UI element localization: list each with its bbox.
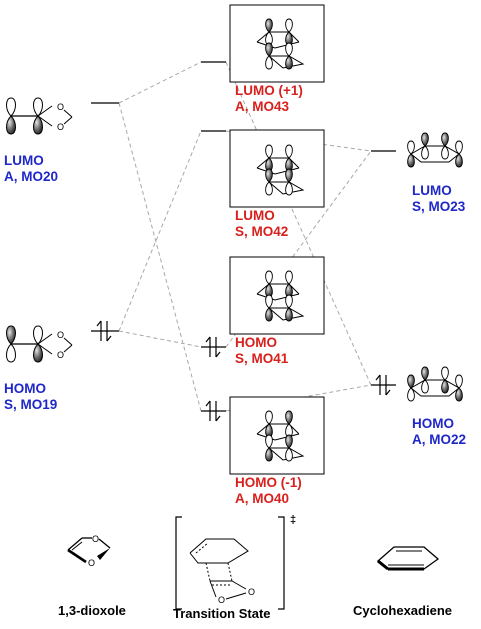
- label-homo-minus1-mo40: HOMO (-1) A, MO40: [235, 475, 302, 507]
- label-mo23-line2: S, MO23: [412, 199, 466, 214]
- corr-lumo-mo20-to-mo43: [118, 61, 202, 104]
- corr-mo41-to-mo23: [225, 150, 372, 348]
- label-lumo-mo23: LUMO S, MO23: [412, 183, 465, 215]
- label-mo22-line1: HOMO: [412, 416, 454, 431]
- label-homo-mo41: HOMO S, MO41: [235, 335, 288, 367]
- energy-levels: [91, 61, 396, 412]
- label-lumo-mo42: LUMO S, MO42: [235, 208, 288, 240]
- svg-text:O: O: [57, 102, 64, 112]
- corr-mo43-to-mo22: [225, 61, 372, 386]
- ts-box-mo41: [229, 256, 325, 335]
- label-mo43-line2: A, MO43: [235, 99, 290, 114]
- caption-dioxole: 1,3-dioxole: [58, 603, 126, 618]
- label-mo23-line1: LUMO: [412, 183, 452, 198]
- svg-text:O: O: [57, 350, 64, 360]
- label-mo40-line2: A, MO40: [235, 491, 290, 506]
- svg-text:O: O: [57, 122, 64, 132]
- corr-homo-mo19-to-mo42: [118, 130, 202, 332]
- label-homo-mo19-line2: S, MO19: [4, 397, 58, 412]
- label-lumo-mo20-line2: A, MO20: [4, 169, 59, 184]
- label-mo22-line2: A, MO22: [412, 432, 467, 447]
- label-mo43-line1: LUMO (+1): [235, 83, 303, 98]
- label-mo42-line1: LUMO: [235, 208, 275, 223]
- ts-box-mo40: [229, 396, 325, 475]
- ts-box-mo42: [229, 129, 325, 208]
- corr-lumo-mo20-to-mo40: [118, 102, 202, 412]
- caption-cyclohexadiene: Cyclohexadiene: [353, 603, 452, 618]
- label-mo41-line1: HOMO: [235, 335, 277, 350]
- label-homo-mo19: HOMO S, MO19: [4, 381, 57, 413]
- label-homo-mo22: HOMO A, MO22: [412, 416, 466, 448]
- orbital-picture-mo22: [407, 366, 463, 402]
- ts-structure: O O: [175, 516, 285, 610]
- cyclohexadiene-structure: [376, 546, 440, 571]
- svg-text:O: O: [92, 534, 99, 544]
- ts-double-dagger: ‡: [290, 514, 297, 526]
- caption-transition-state: Transition State: [173, 606, 271, 621]
- label-mo40-line1: HOMO (-1): [235, 475, 302, 490]
- ts-box-mo43: [229, 4, 325, 83]
- svg-text:O: O: [218, 595, 225, 605]
- label-lumo-plus1-mo43: LUMO (+1) A, MO43: [235, 83, 303, 115]
- label-mo42-line2: S, MO42: [235, 224, 289, 239]
- label-homo-mo19-line1: HOMO: [4, 381, 46, 396]
- label-lumo-mo20-line1: LUMO: [4, 153, 44, 168]
- corr-homo-mo19-to-mo41: [118, 330, 202, 348]
- svg-text:O: O: [248, 587, 255, 597]
- svg-text:O: O: [88, 558, 95, 568]
- orbital-picture-mo20: O O: [6, 97, 73, 135]
- orbital-picture-mo19: O O: [6, 325, 73, 363]
- label-lumo-mo20: LUMO A, MO20: [4, 153, 58, 185]
- orbital-picture-mo23: [407, 132, 463, 168]
- label-mo41-line2: S, MO41: [235, 351, 289, 366]
- dioxole-structure: O O: [67, 534, 111, 568]
- svg-text:O: O: [57, 330, 64, 340]
